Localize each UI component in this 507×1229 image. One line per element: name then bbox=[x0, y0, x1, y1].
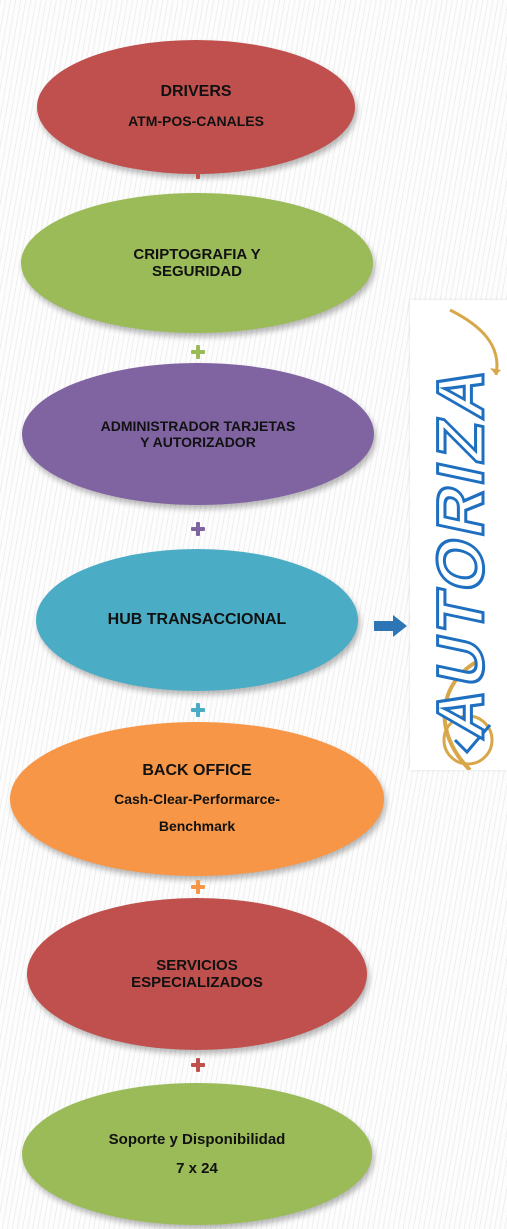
logo-text: AUTORIZA bbox=[422, 355, 499, 745]
node-subtitle: Cash-Clear-Performarce- bbox=[114, 790, 280, 807]
plus-icon bbox=[191, 703, 205, 717]
node-soporte: Soporte y Disponibilidad 7 x 24 bbox=[22, 1083, 372, 1225]
plus-icon bbox=[191, 165, 205, 179]
plus-icon bbox=[191, 1058, 205, 1072]
plus-icon bbox=[191, 522, 205, 536]
node-subtitle-line2: Benchmark bbox=[158, 818, 236, 835]
autoriza-logo: AUTORIZA bbox=[410, 300, 507, 770]
node-title: SERVICIOS bbox=[156, 956, 238, 974]
node-drivers: DRIVERS ATM-POS-CANALES bbox=[37, 40, 355, 174]
node-back-office: BACK OFFICE Cash-Clear-Performarce- Benc… bbox=[10, 722, 384, 876]
node-title: CRIPTOGRAFIA Y bbox=[133, 245, 261, 263]
node-subtitle: 7 x 24 bbox=[176, 1160, 218, 1177]
node-title: DRIVERS bbox=[160, 83, 232, 101]
node-title: Soporte y Disponibilidad bbox=[108, 1130, 286, 1148]
logo-swoosh-icon bbox=[442, 308, 501, 770]
node-title-line2: Y AUTORIZADOR bbox=[140, 434, 256, 450]
node-title-line2: SEGURIDAD bbox=[151, 263, 242, 280]
node-criptografia: CRIPTOGRAFIA Y SEGURIDAD bbox=[21, 193, 373, 333]
arrow-right-icon bbox=[374, 615, 407, 637]
node-title: ADMINISTRADOR TARJETAS bbox=[100, 417, 296, 434]
node-subtitle: ATM-POS-CANALES bbox=[128, 113, 264, 130]
node-title: HUB TRANSACCIONAL bbox=[107, 610, 287, 628]
node-title: BACK OFFICE bbox=[142, 762, 252, 780]
node-hub-transaccional: HUB TRANSACCIONAL bbox=[36, 549, 358, 691]
node-servicios: SERVICIOS ESPECIALIZADOS bbox=[27, 898, 367, 1050]
node-title-line2: ESPECIALIZADOS bbox=[131, 974, 263, 991]
node-administrador: ADMINISTRADOR TARJETAS Y AUTORIZADOR bbox=[22, 363, 374, 505]
plus-icon bbox=[191, 345, 205, 359]
plus-icon bbox=[191, 880, 205, 894]
